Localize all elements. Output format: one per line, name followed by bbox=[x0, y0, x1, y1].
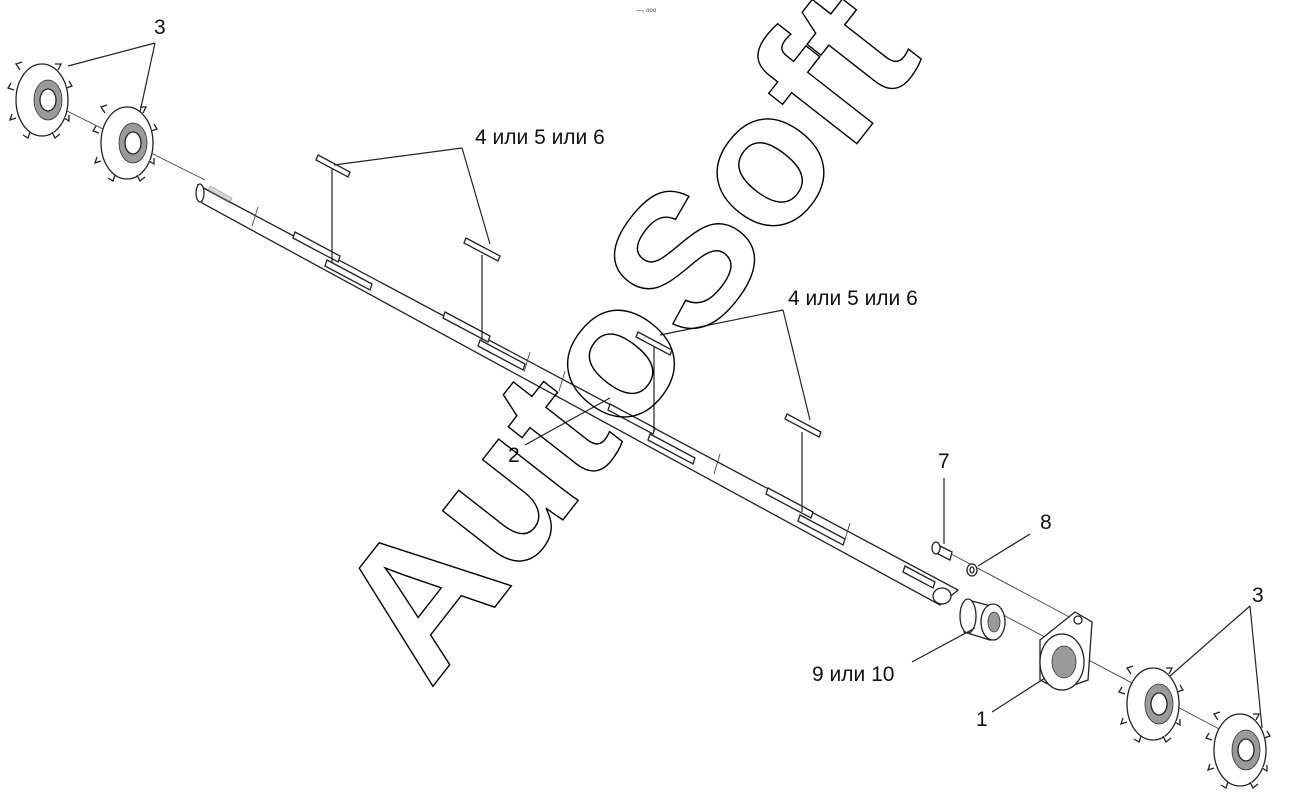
callout-bushing: 9 или 10 bbox=[812, 663, 894, 686]
bearing-housing bbox=[1039, 611, 1093, 691]
callout-washer: 8 bbox=[1040, 511, 1052, 534]
leader-lines bbox=[67, 42, 1263, 729]
bushing bbox=[959, 598, 1006, 641]
callout-bolt: 7 bbox=[938, 450, 950, 473]
callout-sprocket-bottom: 3 bbox=[1252, 584, 1264, 607]
callout-sprocket-top: 3 bbox=[154, 16, 166, 39]
bolt bbox=[931, 541, 953, 561]
pin-group-top bbox=[315, 154, 501, 262]
axis-line-right bbox=[989, 607, 1241, 741]
header-mark: —₀ ooo bbox=[636, 8, 657, 14]
callout-pins-top: 4 или 5 или 6 bbox=[475, 126, 605, 149]
callout-bearing-housing: 1 bbox=[976, 708, 988, 731]
sprocket-upper-1 bbox=[7, 61, 73, 140]
sprocket-lower-1 bbox=[1118, 665, 1184, 744]
sprocket-lower-2 bbox=[1205, 711, 1271, 790]
axis-line-bolt bbox=[939, 547, 1076, 621]
callout-shaft: 2 bbox=[508, 444, 520, 467]
washer bbox=[966, 563, 978, 577]
shaft bbox=[195, 183, 960, 606]
pin-group-middle bbox=[635, 331, 822, 438]
sprocket-upper-2 bbox=[92, 104, 158, 183]
watermark: AutoSoft bbox=[295, 0, 956, 715]
callout-pins-middle: 4 или 5 или 6 bbox=[788, 287, 918, 310]
